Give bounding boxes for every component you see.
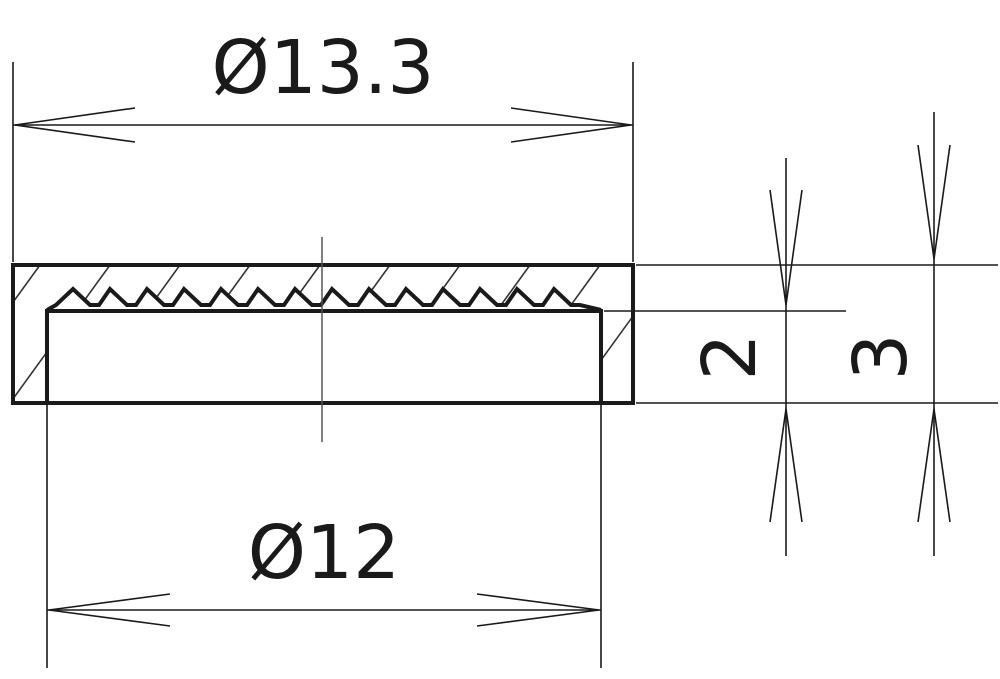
inner-cavity-outline [45,309,603,405]
inner-height-dimension [769,158,803,556]
outer-diameter-dimension [12,62,634,262]
total-height-dimension [917,112,951,556]
inner-diameter-label: Ø12 [248,510,400,596]
height-extension-lines [604,264,998,404]
total-height-label: 3 [838,333,924,380]
inner-diameter-dimension [46,405,602,668]
outer-diameter-label: Ø13.3 [211,25,434,111]
inner-height-label: 2 [687,333,773,380]
knurl-profile [46,285,602,312]
